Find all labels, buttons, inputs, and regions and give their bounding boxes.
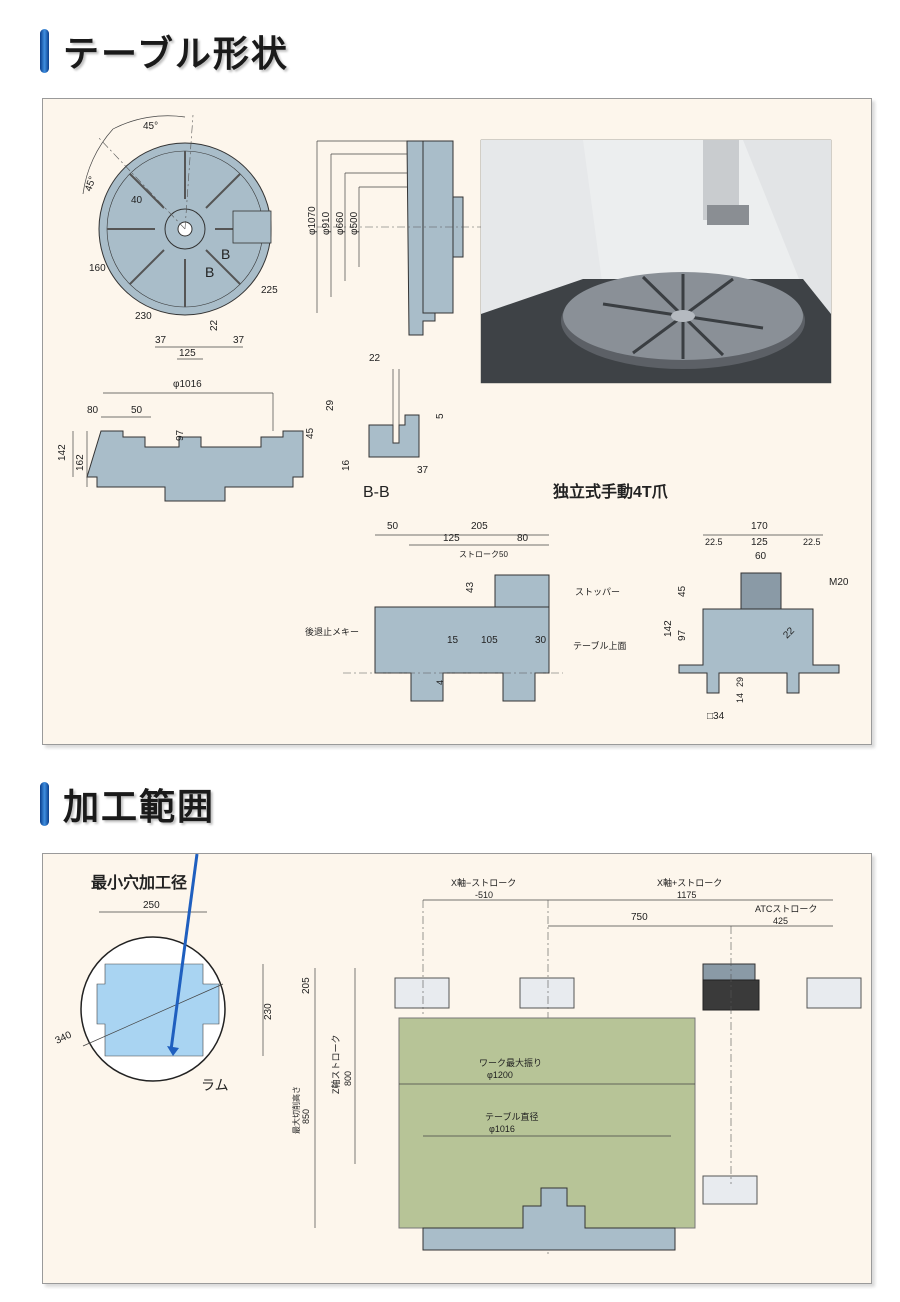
cf-d60-label: 60 <box>755 551 767 562</box>
section-bb: 22 29 5 45 16 37 B-B <box>305 353 446 501</box>
x-minus-label: X軸−ストローク <box>451 877 516 888</box>
d162-label: 162 <box>75 454 86 471</box>
bb-d29-label: 29 <box>325 399 336 411</box>
cf-d142-label: 142 <box>663 620 674 637</box>
d40-label: 40 <box>131 195 143 206</box>
work-swing-label: ワーク最大振り <box>479 1057 542 1068</box>
d225-label: 225 <box>261 285 278 296</box>
cf-d45-label: 45 <box>677 585 688 597</box>
machining-range-panel: 最小穴加工径 250 230 340 ラム X軸−ストローク -510 X軸+ス… <box>42 853 872 1284</box>
cs-stopper-label: ストッパー <box>575 587 620 597</box>
phi1070-label: φ1070 <box>307 206 318 235</box>
angle2-label: 45° <box>83 175 99 193</box>
mh-d340-label: 340 <box>54 1030 74 1047</box>
section-b2-label: B <box>205 264 214 280</box>
chuck-front-view: 170 22.5 125 22.5 60 M20 45 142 97 22 14… <box>663 521 849 722</box>
top-view: 45° 45° 40 160 230 225 22 37 125 37 B B <box>82 114 278 360</box>
cf-sq34-label: □34 <box>707 711 725 722</box>
mh-d230-label: 230 <box>263 1003 274 1020</box>
side-view: φ1070 φ910 φ660 φ500 <box>307 140 483 336</box>
table-dia-label: テーブル直径 <box>485 1111 538 1122</box>
z-stroke-label: Z軸ストローク <box>330 1035 341 1095</box>
phi910-label: φ910 <box>321 211 332 235</box>
cs-d105-label: 105 <box>481 635 498 646</box>
x-plus-label: X軸+ストローク <box>657 877 722 888</box>
atc-label: ATCストローク <box>755 904 817 914</box>
cf-d125-label: 125 <box>751 537 768 548</box>
bb-d16-label: 16 <box>341 459 352 471</box>
cs-d4-label: 4 <box>435 680 445 685</box>
atc-value: 425 <box>773 916 788 926</box>
cs-d43-label: 43 <box>465 581 476 593</box>
d750-label: 750 <box>631 912 648 923</box>
d230-label: 230 <box>135 311 152 322</box>
cs-table-top-label: テーブル上面 <box>573 640 626 651</box>
d22-label: 22 <box>209 319 220 331</box>
table-dia-value: φ1016 <box>489 1124 515 1134</box>
max-height-value: 850 <box>301 1109 311 1124</box>
d37b-label: 37 <box>233 335 245 346</box>
chuck-side-view: 50 205 125 80 ストローク50 43 ストッパー 後退止メキー 15… <box>305 521 626 702</box>
work-swing-value: φ1200 <box>487 1070 513 1080</box>
table-shape-panel: 45° 45° 40 160 230 225 22 37 125 37 B B <box>42 98 872 745</box>
d50-label: 50 <box>131 405 143 416</box>
d125-label: 125 <box>179 348 196 359</box>
cs-d15-label: 15 <box>447 635 459 646</box>
z-stroke-value: 800 <box>343 1071 353 1086</box>
angle1-label: 45° <box>143 121 158 132</box>
d205-label: 205 <box>301 977 312 994</box>
section-b1-label: B <box>221 246 230 262</box>
front-view: φ1016 80 50 97 142 162 <box>57 379 304 502</box>
cs-d125-label: 125 <box>443 533 460 544</box>
table-shape-drawing: 45° 45° 40 160 230 225 22 37 125 37 B B <box>57 114 849 722</box>
cs-d30-label: 30 <box>535 635 547 646</box>
table-base <box>422 1187 676 1251</box>
section-title: テーブル形状 <box>63 34 289 75</box>
bb-d22-label: 22 <box>369 353 381 364</box>
bb-d5-label: 5 <box>435 413 446 419</box>
cf-d29-label: 29 <box>735 677 745 687</box>
x-plus-value: 1175 <box>677 890 696 900</box>
x-minus-value: -510 <box>475 890 493 900</box>
cf-d170-label: 170 <box>751 521 768 532</box>
bb-d37-label: 37 <box>417 465 429 476</box>
cf-d225a-label: 22.5 <box>705 537 723 547</box>
mh-d250-label: 250 <box>143 900 160 911</box>
machine-photo <box>480 139 832 384</box>
section-header-table-shape: テーブル形状 <box>40 26 289 76</box>
cf-m20-label: M20 <box>829 577 849 588</box>
max-height-label: 最大切削高さ <box>291 1086 301 1134</box>
cf-d14-label: 14 <box>735 693 745 703</box>
d80-label: 80 <box>87 405 99 416</box>
section-bb-label: B-B <box>363 484 390 501</box>
phi1016-label: φ1016 <box>173 379 202 390</box>
min-hole-diagram: 最小穴加工径 250 230 340 ラム <box>54 853 274 1093</box>
d97-label: 97 <box>175 429 186 441</box>
cs-d50-label: 50 <box>387 521 399 532</box>
section-title: 加工範囲 <box>63 787 216 828</box>
bb-d45-label: 45 <box>305 427 316 439</box>
d142-label: 142 <box>57 444 68 461</box>
phi500-label: φ500 <box>349 211 360 235</box>
chuck-title: 独立式手動4T爪 <box>553 482 669 501</box>
mh-ram-label: ラム <box>201 1077 229 1093</box>
cs-d205-label: 205 <box>471 521 488 532</box>
cs-stroke50-label: ストローク50 <box>459 550 508 559</box>
min-hole-title: 最小穴加工径 <box>91 873 187 892</box>
section-bar-icon <box>40 782 49 826</box>
ram-heads <box>394 963 862 1205</box>
d160-label: 160 <box>89 263 106 274</box>
section-header-machining-range: 加工範囲 <box>40 779 215 829</box>
section-bar-icon <box>40 29 49 73</box>
cf-d97-label: 97 <box>677 629 688 641</box>
cf-d225b-label: 22.5 <box>803 537 821 547</box>
cs-d80-label: 80 <box>517 533 529 544</box>
d37a-label: 37 <box>155 335 167 346</box>
phi660-label: φ660 <box>335 211 346 235</box>
machining-range-drawing: 最小穴加工径 250 230 340 ラム X軸−ストローク -510 X軸+ス… <box>54 853 862 1254</box>
cs-retreat-key-label: 後退止メキー <box>305 626 359 637</box>
